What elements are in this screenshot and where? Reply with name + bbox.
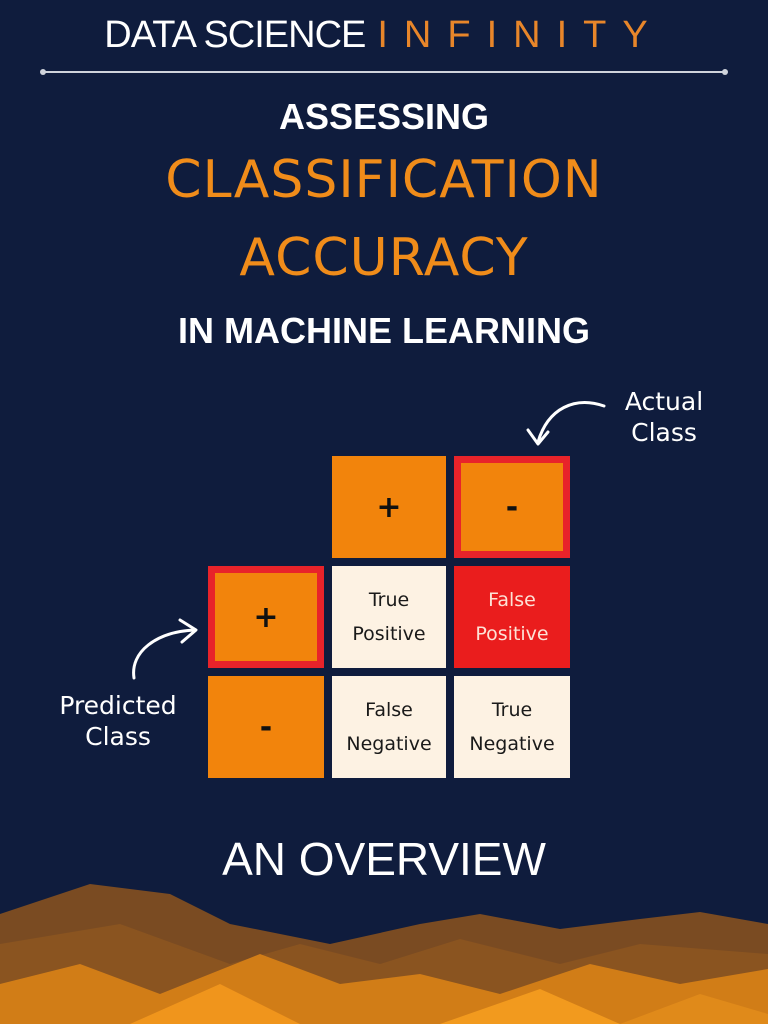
title-line1: ASSESSING <box>278 96 490 137</box>
brand-part1: DATA SCIENCE <box>104 14 366 56</box>
title-line4: IN MACHINE LEARNING <box>178 310 590 351</box>
mountains-decoration <box>0 884 768 1024</box>
overview-label: AN OVERVIEW <box>222 833 546 885</box>
false-negative-cell: False Negative <box>332 676 446 778</box>
actual-negative-header: - <box>454 456 570 558</box>
predicted-positive-header: + <box>208 566 324 668</box>
title-line2: CLASSIFICATION <box>165 150 603 210</box>
predicted-class-note: Predicted Class <box>40 690 196 752</box>
predicted-class-label: Predicted Class <box>59 691 177 751</box>
header-divider <box>40 69 728 75</box>
false-positive-label: False Positive <box>475 589 549 645</box>
actual-class-note: Actual Class <box>604 386 724 448</box>
brand-logo: DATA SCIENCE INFINITY <box>0 14 768 57</box>
true-positive-cell: True Positive <box>332 566 446 668</box>
true-negative-cell: True Negative <box>454 676 570 778</box>
actual-arrow-icon <box>526 401 606 446</box>
predicted-arrow-icon <box>132 618 198 680</box>
false-negative-label: False Negative <box>346 699 432 755</box>
actual-class-label: Actual Class <box>624 387 704 447</box>
predicted-negative-header: - <box>208 676 324 778</box>
false-positive-cell: False Positive <box>454 566 570 668</box>
actual-positive-header: + <box>332 456 446 558</box>
true-positive-label: True Positive <box>352 589 426 645</box>
true-negative-label: True Negative <box>469 699 555 755</box>
title-line3: ACCURACY <box>239 228 529 288</box>
brand-part2: INFINITY <box>377 14 664 56</box>
